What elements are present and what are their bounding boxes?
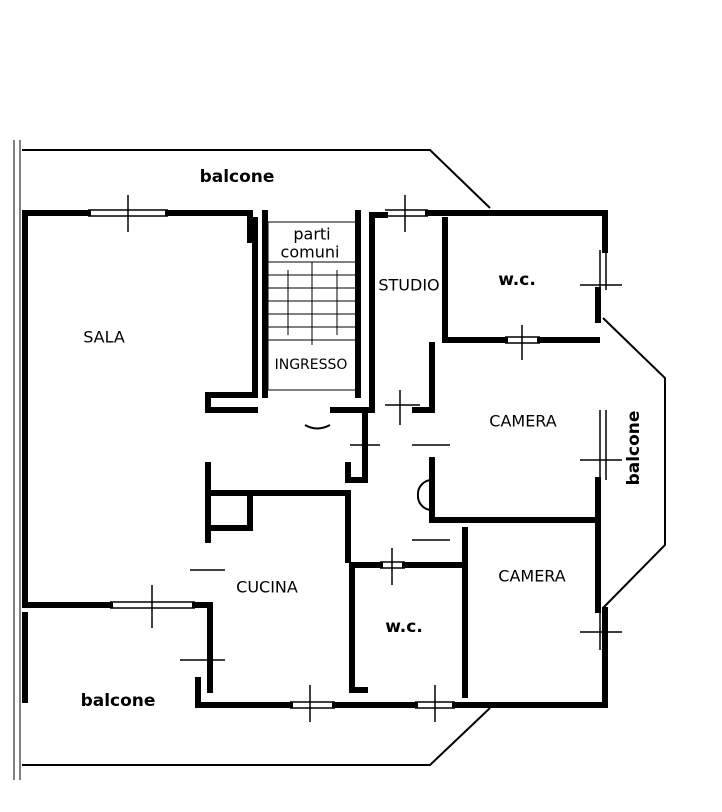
label-camera-top: CAMERA xyxy=(489,411,557,431)
stairs xyxy=(267,221,433,512)
label-studio: STUDIO xyxy=(378,275,440,295)
walls xyxy=(22,210,608,708)
label-comuni: comuni xyxy=(280,242,340,262)
label-camera-bottom: CAMERA xyxy=(498,566,566,586)
label-sala: SALA xyxy=(83,327,125,347)
label-parti: parti xyxy=(293,224,331,244)
label-balcone-right: balcone xyxy=(624,410,644,486)
label-balcone-bottom: balcone xyxy=(80,691,156,711)
label-cucina: CUCINA xyxy=(236,577,298,597)
label-ingresso: INGRESSO xyxy=(274,357,348,373)
label-balcone-top: balcone xyxy=(199,167,275,187)
balconies xyxy=(13,140,666,780)
windows xyxy=(88,195,622,722)
label-wc-top: w.c. xyxy=(498,270,536,290)
label-wc-bottom: w.c. xyxy=(385,617,423,637)
